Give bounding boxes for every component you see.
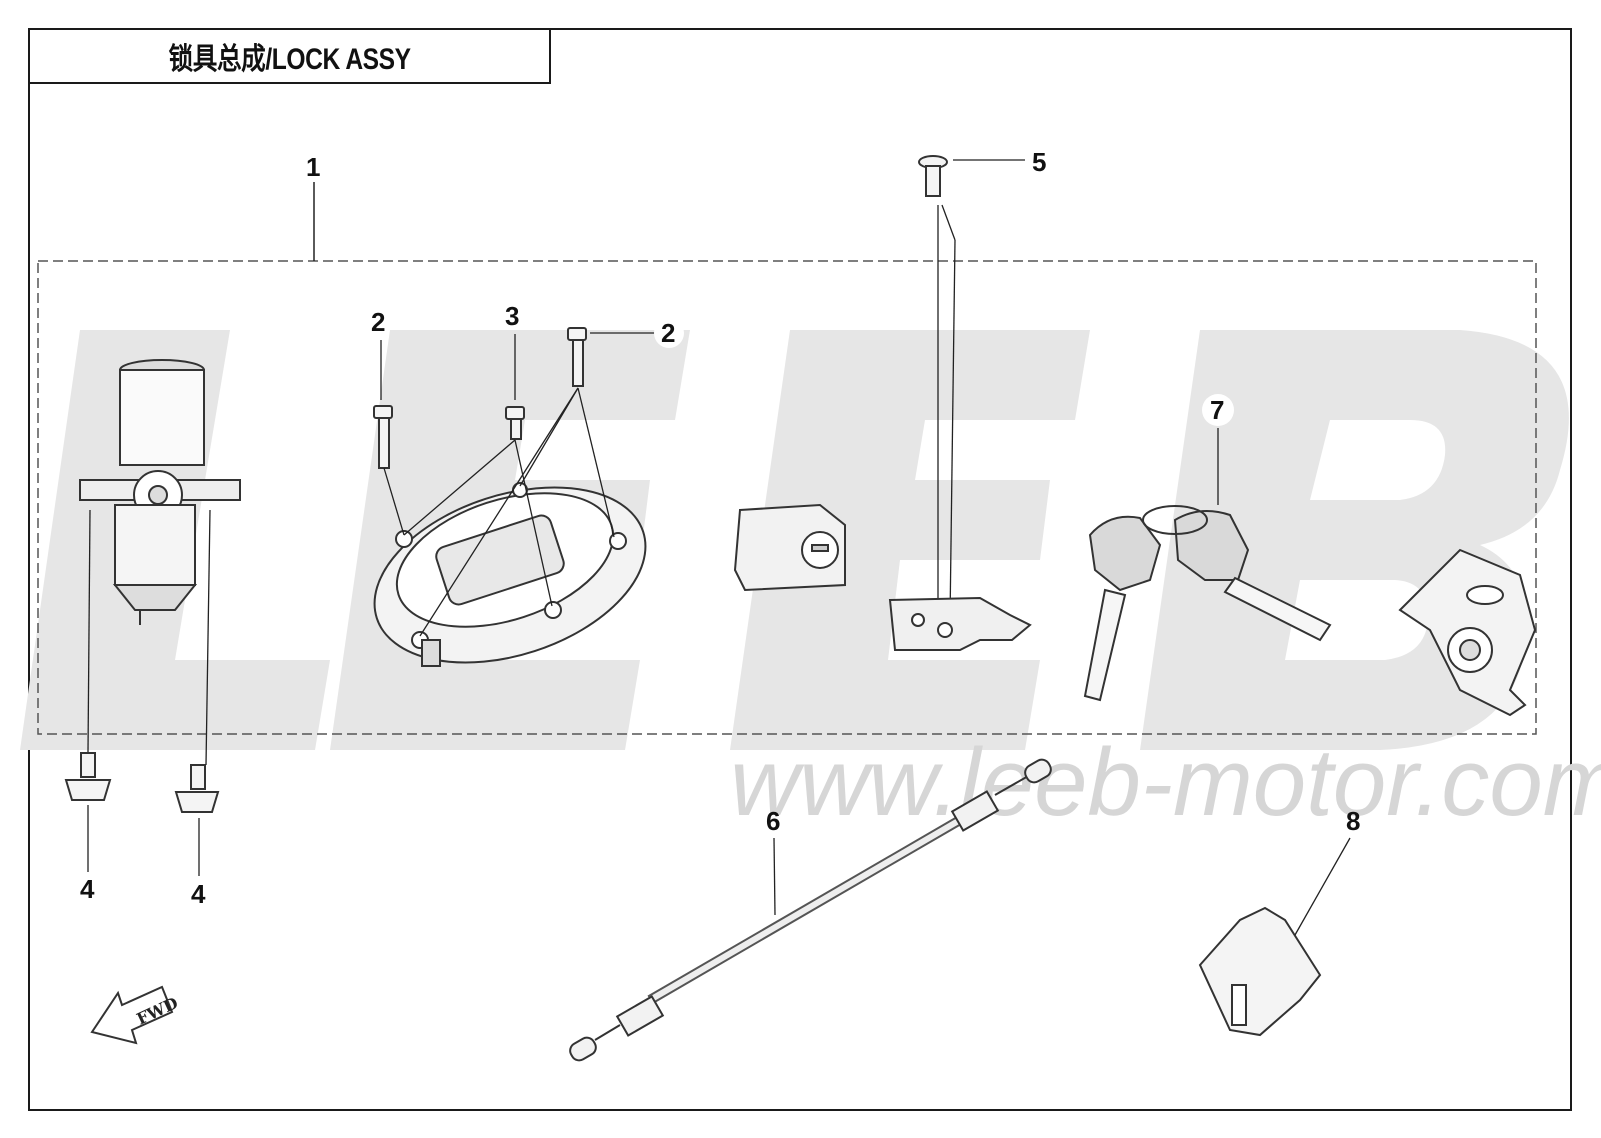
callout-4-left: 4 (80, 874, 95, 904)
fwd-arrow-icon (90, 985, 174, 1045)
leader-lines (380, 332, 658, 637)
callout-5: 5 (1032, 147, 1046, 177)
flange-bolt-left (64, 752, 112, 801)
cap-bolt-right (567, 327, 587, 387)
callout-8: 8 (1346, 806, 1360, 836)
pin (918, 155, 948, 197)
callout-1: 1 (306, 152, 320, 182)
callout-3: 3 (505, 301, 519, 331)
cap-bolt-left (373, 405, 393, 469)
latch-bracket (888, 596, 1032, 651)
ignition-switch (79, 359, 241, 625)
callout-7: 7 (1210, 395, 1224, 425)
seat-lock (733, 503, 846, 592)
callout-4-right: 4 (191, 879, 206, 909)
cap-bolt-middle (505, 406, 525, 440)
diagram-frame (28, 28, 1572, 1111)
watermark-url: www.leeb-motor.com (730, 729, 1601, 836)
clip (1198, 906, 1322, 1037)
key-set (1083, 505, 1332, 702)
title-box: 锁具总成/LOCK ASSY (28, 28, 551, 84)
callout-7-circle (1202, 394, 1234, 426)
mounting-plate (1398, 548, 1537, 717)
assembly-boundary (37, 260, 1537, 735)
flange-bolt-right (174, 764, 220, 813)
cable (569, 758, 1052, 1062)
callout-6: 6 (766, 806, 780, 836)
page-title: 锁具总成/LOCK ASSY (168, 43, 411, 76)
fuel-cap (373, 482, 647, 667)
callout-2-right: 2 (661, 318, 675, 348)
callout-2-right-circle (654, 318, 684, 348)
callout-2-left: 2 (371, 307, 385, 337)
